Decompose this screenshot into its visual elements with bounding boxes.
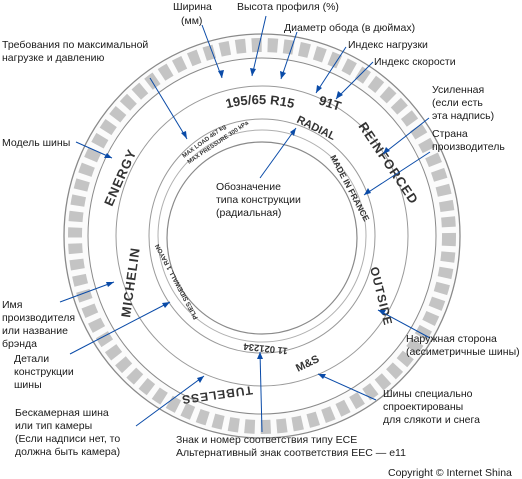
caption-construction-1: Обозначение [216,181,281,193]
arrowhead-details [162,302,170,308]
caption-speed-index: Индекс скорости [374,56,456,68]
leader-rim [280,31,298,80]
leader-ece [259,351,263,433]
leader-construction [259,127,297,179]
arrowhead-load-index [316,85,322,93]
caption-brand-3: или название [2,325,68,337]
tyre-size-marking: 195/65 R15 [224,92,296,111]
caption-reinforced-1: Усиленная [432,84,484,96]
arrowhead-outside [378,310,386,315]
arrowhead-rim [280,71,286,79]
caption-width-2: (мм) [181,15,202,27]
caption-brand-1: Имя [2,299,22,311]
caption-tubeless-4: должна быть камера) [15,446,120,458]
caption-profile: Высота профиля (%) [237,1,339,13]
caption-ece-1: Знак и номер соответствия типу ECE [176,434,357,446]
caption-snow-1: Шины специально [383,388,473,400]
caption-country-1: Страна [432,128,468,140]
arrowhead-speed-index [336,91,343,99]
caption-reinforced-3: эта надпись) [432,110,494,122]
caption-width-1: Ширина [173,1,212,13]
caption-details-3: шины [14,379,42,391]
leader-reinforced [382,117,430,155]
arrowhead-construction [290,128,296,136]
sidewall-ring-1 [115,85,409,387]
leader-outside [377,309,431,339]
caption-snow-2: спроектированы [383,401,463,413]
caption-ece-2: Альтернативный знак соответствия EEC — e… [176,447,406,459]
caption-outside-1: Наружная сторона [406,333,497,345]
caption-construction-3: (радиальная) [216,207,281,219]
arrowhead-snow [318,374,326,379]
caption-reinforced-2: (если есть [432,97,483,109]
leader-width [201,24,223,79]
caption-details-2: конструкции [14,366,74,378]
copyright: Copyright © Internet Shina [388,467,512,479]
leader-details [69,301,171,355]
arrowhead-max-req [181,131,187,139]
leader-country [363,151,431,196]
caption-tubeless-1: Бескамерная шина [15,407,109,419]
rim-edge [166,141,358,335]
caption-max-req-1: Требования по максимальной [2,39,148,51]
caption-brand-4: брэнда [2,338,37,350]
leader-snow [317,373,377,401]
ece-number-marking: 11 021234 [242,340,288,356]
arrowhead-tubeless [197,376,204,383]
arrowhead-model [104,153,112,158]
sidewall-ring-3 [157,129,367,343]
arrowhead-ece [257,352,263,359]
leader-speed-index [335,61,374,100]
caption-tubeless-3: (Если надписи нет, то [15,433,120,445]
leader-brand [59,281,115,303]
tyre-drawing [63,33,461,439]
arrowhead-reinforced [383,147,390,154]
leader-profile [251,15,267,77]
caption-country-2: производитель [432,141,505,153]
leader-lines [59,15,431,433]
arrowhead-country [364,188,371,195]
caption-model: Модель шины [2,137,70,149]
arrowhead-width [218,70,224,78]
sidewall-ring-2 [148,118,376,354]
arrowhead-brand [106,282,114,287]
caption-outside-2: (ассиметричные шины) [406,346,520,358]
caption-construction-2: типа конструкции [216,194,301,206]
caption-snow-3: для слякоти и снега [383,414,480,426]
caption-max-req-2: нагрузке и давлению [2,52,104,64]
caption-rim: Диаметр обода (в дюймах) [284,22,415,34]
caption-load-index: Индекс нагрузки [348,39,428,51]
leader-tubeless [135,375,205,427]
leader-load-index [315,46,347,94]
svg-text:195/65 R15: 195/65 R15 [224,92,296,111]
caption-details-1: Детали [14,353,49,365]
leader-max-req [149,77,188,140]
caption-tubeless-2: или тип камеры [15,420,92,432]
arrowhead-profile [250,68,256,76]
caption-brand-2: производителя [2,312,75,324]
